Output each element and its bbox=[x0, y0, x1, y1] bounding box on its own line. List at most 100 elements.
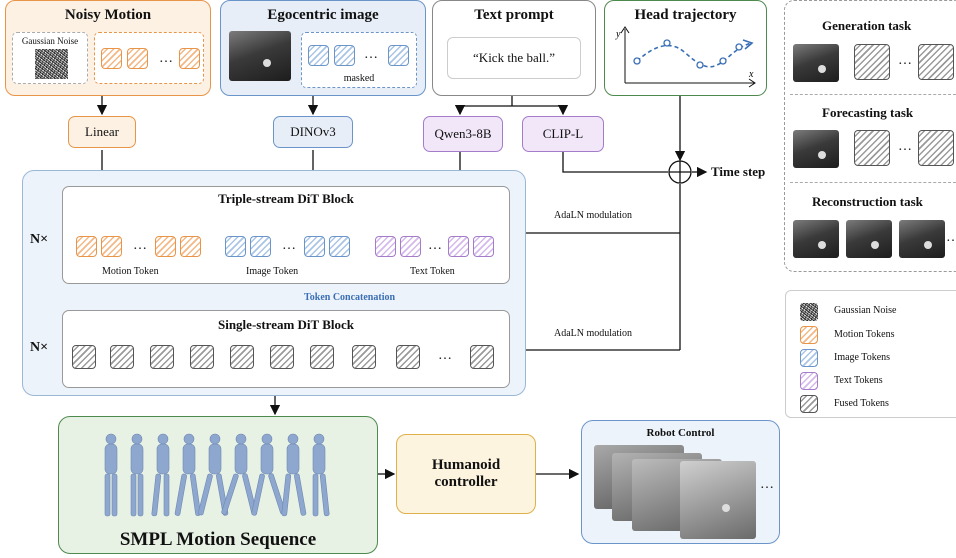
fused-token bbox=[270, 345, 294, 369]
generation-task-title: Generation task bbox=[822, 18, 912, 33]
motion-token bbox=[155, 236, 176, 257]
smpl-panel: SMPL Motion Sequence bbox=[58, 416, 378, 554]
ellipsis: … bbox=[133, 238, 147, 253]
time-step-label: Time step bbox=[711, 164, 766, 179]
fused-token bbox=[150, 345, 174, 369]
legend-text-swatch bbox=[800, 372, 818, 390]
fused-token bbox=[230, 345, 254, 369]
dinov3-module: DINOv3 bbox=[273, 116, 353, 148]
reconstruction-task-title: Reconstruction task bbox=[812, 194, 923, 209]
legend-item-label: Motion Tokens bbox=[834, 329, 895, 340]
controller-line1: Humanoid bbox=[431, 457, 501, 473]
ellipsis: … bbox=[946, 230, 956, 246]
motion-token bbox=[101, 48, 122, 69]
fused-token bbox=[854, 44, 890, 80]
noise-box: Gaussian Noise bbox=[12, 32, 88, 84]
legend-motion-swatch bbox=[800, 326, 818, 344]
token-concatenation-label: Token Concatenation bbox=[304, 292, 396, 303]
noise-label: Gaussian Noise bbox=[21, 36, 79, 46]
smpl-title: SMPL Motion Sequence bbox=[119, 529, 317, 550]
head-trajectory-title: Head trajectory bbox=[634, 7, 737, 23]
image-token bbox=[388, 45, 409, 66]
legend-noise-swatch bbox=[800, 303, 818, 321]
legend-item-label: Gaussian Noise bbox=[834, 305, 897, 316]
ellipsis: … bbox=[898, 53, 912, 68]
fused-token bbox=[396, 345, 420, 369]
egocentric-panel: Egocentric image … masked bbox=[220, 0, 426, 96]
legend-item-label: Text Tokens bbox=[834, 375, 883, 386]
text-token bbox=[473, 236, 494, 257]
noisy-motion-title: Noisy Motion bbox=[64, 7, 152, 23]
single-stream-title: Single-stream DiT Block bbox=[217, 317, 355, 332]
legend: Gaussian Noise Motion Tokens Image Token… bbox=[785, 290, 956, 418]
ellipsis: … bbox=[760, 477, 774, 492]
task-divider bbox=[790, 94, 956, 95]
ellipsis: … bbox=[438, 348, 452, 363]
text-token bbox=[448, 236, 469, 257]
image-token bbox=[250, 236, 271, 257]
task-photo bbox=[899, 220, 945, 258]
robot-frame bbox=[680, 461, 756, 539]
robot-control-panel: Robot Control … bbox=[581, 420, 780, 544]
ellipsis: … bbox=[898, 139, 912, 154]
ellipsis: … bbox=[364, 47, 378, 62]
masked-token-box: … masked bbox=[301, 32, 417, 88]
masked-label: masked bbox=[343, 73, 375, 84]
legend-fused-swatch bbox=[800, 395, 818, 413]
adaln-label-top: AdaLN modulation bbox=[554, 210, 633, 221]
trajectory-plot: y x bbox=[615, 26, 756, 88]
fused-token bbox=[352, 345, 376, 369]
ellipsis: … bbox=[282, 238, 296, 253]
image-token bbox=[308, 45, 329, 66]
motion-token bbox=[180, 236, 201, 257]
prompt-box: “Kick the ball.” bbox=[447, 37, 581, 79]
motion-token-box: … bbox=[94, 32, 204, 84]
legend-item-label: Fused Tokens bbox=[834, 398, 889, 409]
motion-token bbox=[127, 48, 148, 69]
motion-token bbox=[101, 236, 122, 257]
prompt-text: “Kick the ball.” bbox=[473, 50, 555, 65]
fused-token bbox=[470, 345, 494, 369]
ellipsis: … bbox=[159, 51, 173, 66]
task-divider bbox=[790, 182, 956, 183]
legend-image-swatch bbox=[800, 349, 818, 367]
image-token bbox=[329, 236, 350, 257]
motion-token bbox=[76, 236, 97, 257]
legend-item-label: Image Tokens bbox=[834, 352, 891, 363]
fused-token bbox=[918, 44, 954, 80]
tasks-panel bbox=[784, 0, 956, 272]
image-token bbox=[225, 236, 246, 257]
image-token-label: Image Token bbox=[246, 266, 299, 277]
egocentric-photo bbox=[229, 31, 291, 81]
noisy-motion-panel: Noisy Motion Gaussian Noise … bbox=[5, 0, 211, 96]
y-axis-label: y bbox=[615, 29, 621, 40]
egocentric-title: Egocentric image bbox=[267, 7, 379, 23]
image-token bbox=[304, 236, 325, 257]
triple-n-label: N× bbox=[30, 232, 49, 247]
fused-token bbox=[310, 345, 334, 369]
adaln-label-bottom: AdaLN modulation bbox=[554, 328, 633, 339]
head-trajectory-panel: Head trajectory y x bbox=[604, 0, 767, 96]
controller-line2: controller bbox=[434, 474, 498, 490]
task-photo bbox=[793, 44, 839, 82]
fused-token bbox=[854, 130, 890, 166]
text-prompt-title: Text prompt bbox=[474, 7, 554, 23]
ellipsis: … bbox=[428, 238, 442, 253]
fused-token bbox=[72, 345, 96, 369]
linear-module: Linear bbox=[68, 116, 136, 148]
gaussian-noise-image bbox=[35, 49, 68, 79]
clip-module: CLIP-L bbox=[522, 116, 604, 152]
text-prompt-panel: Text prompt “Kick the ball.” bbox=[432, 0, 596, 96]
forecasting-task-title: Forecasting task bbox=[822, 105, 914, 120]
task-photo bbox=[793, 220, 839, 258]
humanoid-controller: Humanoid controller bbox=[396, 434, 536, 514]
triple-stream-title: Triple-stream DiT Block bbox=[218, 191, 354, 206]
task-photo bbox=[793, 130, 839, 168]
text-token bbox=[375, 236, 396, 257]
robot-control-title: Robot Control bbox=[646, 427, 715, 439]
smpl-figures bbox=[104, 433, 330, 517]
x-axis-label: x bbox=[748, 69, 754, 80]
motion-token bbox=[179, 48, 200, 69]
text-token-label: Text Token bbox=[410, 266, 455, 277]
task-photo bbox=[846, 220, 892, 258]
